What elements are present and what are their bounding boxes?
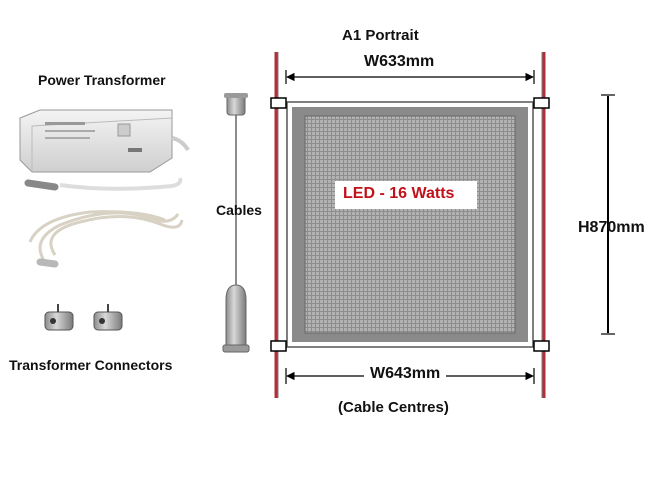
clamp-bottom-right <box>533 340 550 352</box>
title-label: A1 Portrait <box>342 27 419 44</box>
dimension-top <box>285 70 535 84</box>
power-transformer-icon <box>19 109 190 191</box>
clamp-top-right <box>533 97 550 109</box>
cable-centres-label: (Cable Centres) <box>338 399 449 416</box>
dimension-height <box>601 94 615 335</box>
power-transformer-label: Power Transformer <box>38 72 166 88</box>
cable-icon <box>28 210 184 268</box>
transformer-connectors-label: Transformer Connectors <box>9 357 173 373</box>
led-grid <box>304 115 516 334</box>
height-label: H870mm <box>578 219 645 236</box>
clamp-bottom-left <box>270 340 287 352</box>
led-label: LED - 16 Watts <box>343 185 455 202</box>
connector-icon <box>44 304 123 331</box>
cable-clamps <box>270 97 550 352</box>
led-label-box <box>335 181 477 209</box>
width-top-label: W633mm <box>364 53 435 70</box>
led-panel <box>286 101 534 348</box>
cables-label: Cables <box>216 202 262 218</box>
width-bottom-label: W643mm <box>364 365 447 383</box>
clamp-top-left <box>270 97 287 109</box>
cable-grip-icon <box>222 93 250 353</box>
